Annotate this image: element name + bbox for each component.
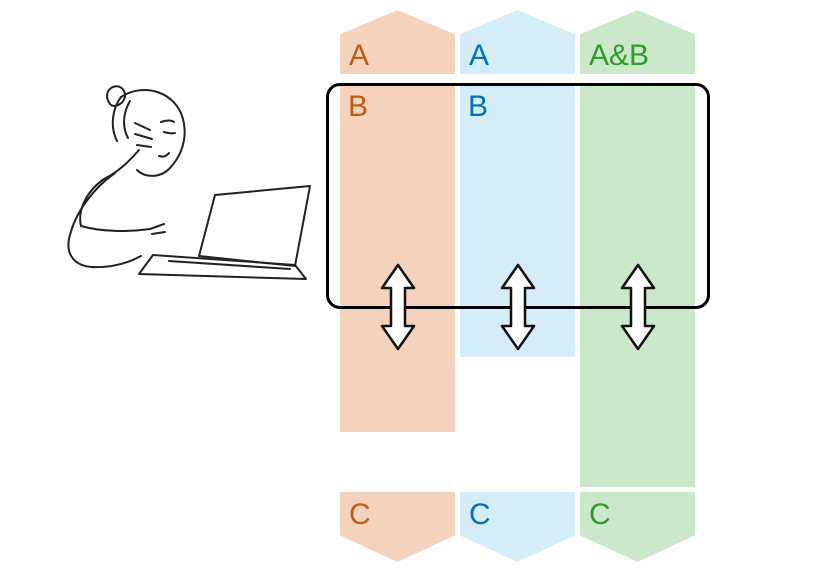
- laptop-keyboard-line: [168, 260, 291, 270]
- forearm-and-hand: [80, 223, 166, 235]
- laptop-screen: [198, 185, 311, 267]
- bottom-label-right: C: [589, 498, 611, 531]
- column-body-left: [340, 86, 455, 432]
- bottom-banner-right: C: [580, 492, 695, 562]
- top-label-right: A&B: [589, 39, 650, 72]
- up-down-arrow-icon: [380, 263, 416, 351]
- bottom-label-middle: C: [469, 498, 491, 531]
- top-banner-left: A: [340, 10, 455, 74]
- hair-strands: [111, 96, 131, 142]
- laptop-base: [138, 254, 307, 280]
- bottom-label-left: C: [349, 498, 371, 531]
- up-down-arrow-icon: [620, 263, 656, 351]
- person-at-laptop-illustration: [67, 85, 311, 280]
- top-label-middle: A: [469, 39, 490, 72]
- torso: [67, 172, 142, 269]
- top-banner-right: A&B: [580, 10, 695, 74]
- up-down-arrow-icon: [500, 263, 536, 351]
- head-outline: [120, 89, 186, 177]
- top-banner-middle: A: [460, 10, 575, 74]
- bottom-banner-left: C: [340, 492, 455, 562]
- top-label-left: A: [349, 39, 370, 72]
- inner-label-middle: B: [468, 90, 489, 123]
- bottom-banner-middle: C: [460, 492, 575, 562]
- arm: [79, 149, 140, 227]
- hand-on-face: [134, 122, 153, 148]
- face-details: [158, 119, 176, 158]
- inner-label-left: B: [348, 90, 369, 123]
